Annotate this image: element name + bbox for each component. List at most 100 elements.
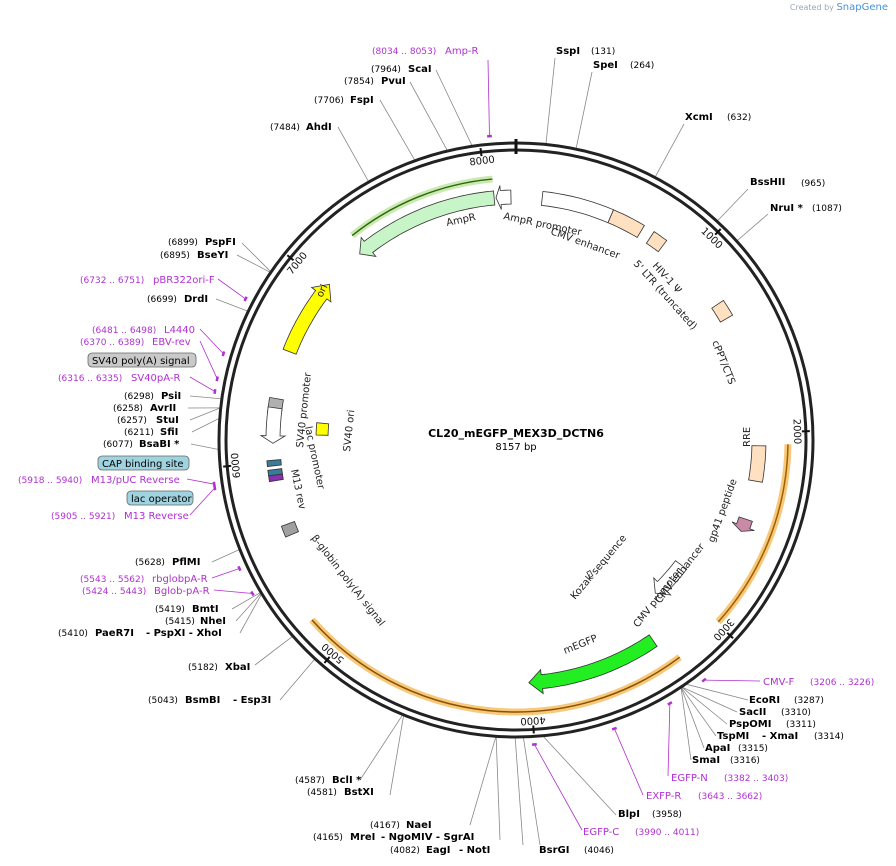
primer-pos: (5905 .. 5921) [51, 512, 115, 522]
leader-lines [186, 57, 769, 846]
enzyme-pos: (3287) [794, 696, 824, 706]
cppt-box [711, 299, 734, 323]
enzyme-leader [682, 686, 738, 713]
primer-leader [534, 744, 583, 831]
enzyme-pos: (5419) [155, 605, 185, 615]
enzyme-name: SfiI [160, 427, 178, 438]
primer-pos: (3990 .. 4011) [635, 828, 699, 838]
enzyme-pos: (6699) [147, 295, 177, 305]
enzyme-leader [469, 737, 497, 826]
enzyme-name: PvuI [381, 76, 406, 87]
primer-leader [487, 59, 490, 137]
enzyme-leader [545, 57, 556, 144]
enzyme-leader [241, 242, 271, 272]
gp41-label: gp41 peptide [706, 478, 739, 544]
enzyme-leader [543, 736, 617, 816]
primer-leader [614, 728, 644, 796]
enzyme-name: BlpI [618, 809, 640, 820]
enzyme-name: PspOMI [729, 719, 771, 730]
enzyme-pos: (5410) [58, 629, 88, 639]
enzyme-name: AhdI [306, 122, 332, 133]
enzyme-leader [239, 594, 262, 634]
enzyme-leader [254, 636, 293, 666]
primer-bind-mark [221, 351, 226, 357]
sv40-polya-box [87, 352, 197, 368]
primer-name: pBR322ori-F [153, 275, 215, 286]
megfp-label: mEGFP [562, 633, 599, 657]
gp41-arrow [731, 516, 755, 532]
tick-label: 2000 [790, 419, 802, 445]
primer-pos: (3643 .. 3662) [698, 792, 762, 802]
primer-name: M13/pUC Reverse [91, 475, 180, 486]
primer-bind-mark [250, 590, 255, 597]
primer-name: SV40pA-R [131, 373, 180, 384]
bglobin-label: β-globin poly(A) signal [309, 533, 387, 628]
cmv-promoter-arrow [653, 560, 688, 596]
primer-leader [189, 487, 216, 516]
lac-operator-box [126, 490, 194, 506]
enzyme-pos: (264) [630, 61, 654, 71]
enzyme-name: BclI * [332, 775, 362, 786]
plasmid-name: CL20_mEGFP_MEX3D_DCTN6 [428, 427, 604, 440]
enzyme-pos: (4046) [584, 846, 614, 856]
primer-name: EGFP-C [583, 827, 619, 838]
enzyme-leader [680, 688, 692, 761]
ltr-box [607, 209, 645, 239]
credit: Created by SnapGene [790, 2, 888, 13]
primer-name: rbglobpA-R [152, 574, 208, 585]
enzyme-name: SmaI [692, 755, 720, 766]
enzyme-pos: (6257) [117, 416, 147, 426]
enzyme-leader [235, 593, 261, 622]
cmv-enhancer-top-box [540, 191, 615, 224]
enzyme-name: DrdI [184, 294, 208, 305]
enzyme-leader [686, 683, 749, 701]
primer-leader [704, 679, 761, 682]
enzyme-leader [737, 213, 769, 241]
primer-pos: (3382 .. 3403) [724, 774, 788, 784]
enzyme-name: BmtI [192, 604, 219, 615]
primer-pos: (6732 .. 6751) [80, 276, 144, 286]
enzyme-pos: (4167) [370, 821, 400, 831]
enzyme-name: BsmBI [185, 695, 220, 706]
enzyme-name: PflMI [172, 557, 200, 568]
enzyme-pos: (6258) [113, 404, 143, 414]
enzyme-name: ApaI [705, 743, 730, 754]
enzyme-pos: (4082) [390, 846, 420, 856]
enzyme-name: EcoRI [749, 695, 780, 706]
primer-name: Amp-R [445, 46, 479, 57]
tick-mark [223, 464, 232, 468]
primer-leader [199, 328, 224, 355]
enzyme-name: BstXI [344, 787, 374, 798]
enzyme-leader [495, 737, 501, 841]
enzyme-name: PaeR7I [95, 628, 134, 639]
cap-binding-box [97, 455, 190, 471]
kozak-box [586, 569, 594, 579]
enzyme-pos: (1087) [812, 204, 842, 214]
orf-line-1 [717, 444, 789, 623]
primer-bind-mark [237, 565, 242, 572]
enzyme-name: XbaI [225, 662, 250, 673]
primer-bind-mark [212, 481, 216, 487]
primer-name: L4440 [164, 325, 195, 336]
enzyme-labels: (131) SspI (264) SpeI XcmI (632) BssHII … [58, 46, 844, 856]
enzyme-pos: (3958) [652, 810, 682, 820]
enzyme-name: SspI [556, 46, 580, 57]
enzyme-leader [389, 715, 404, 796]
enzyme-extra: - NotI [459, 845, 490, 856]
enzyme-name: StuI [156, 415, 179, 426]
enzyme-pos: (4165) [313, 833, 343, 843]
tick-mark [479, 148, 483, 157]
enzyme-pos: (3311) [786, 720, 816, 730]
enzyme-name: BsaBI * [139, 439, 180, 450]
primer-pos: (6316 .. 6335) [58, 374, 122, 384]
enzyme-name: BsrGI [539, 845, 569, 856]
primer-name: M13 Reverse [124, 511, 189, 522]
plasmid-length: 8157 bp [495, 442, 536, 453]
ampr-arrow [359, 190, 496, 257]
hiv-psi-box [645, 231, 668, 253]
primer-leader [189, 376, 216, 392]
enzyme-name: EagI [426, 845, 450, 856]
primer-name: Bglob-pA-R [154, 586, 210, 597]
megfp-arrow [528, 634, 658, 695]
